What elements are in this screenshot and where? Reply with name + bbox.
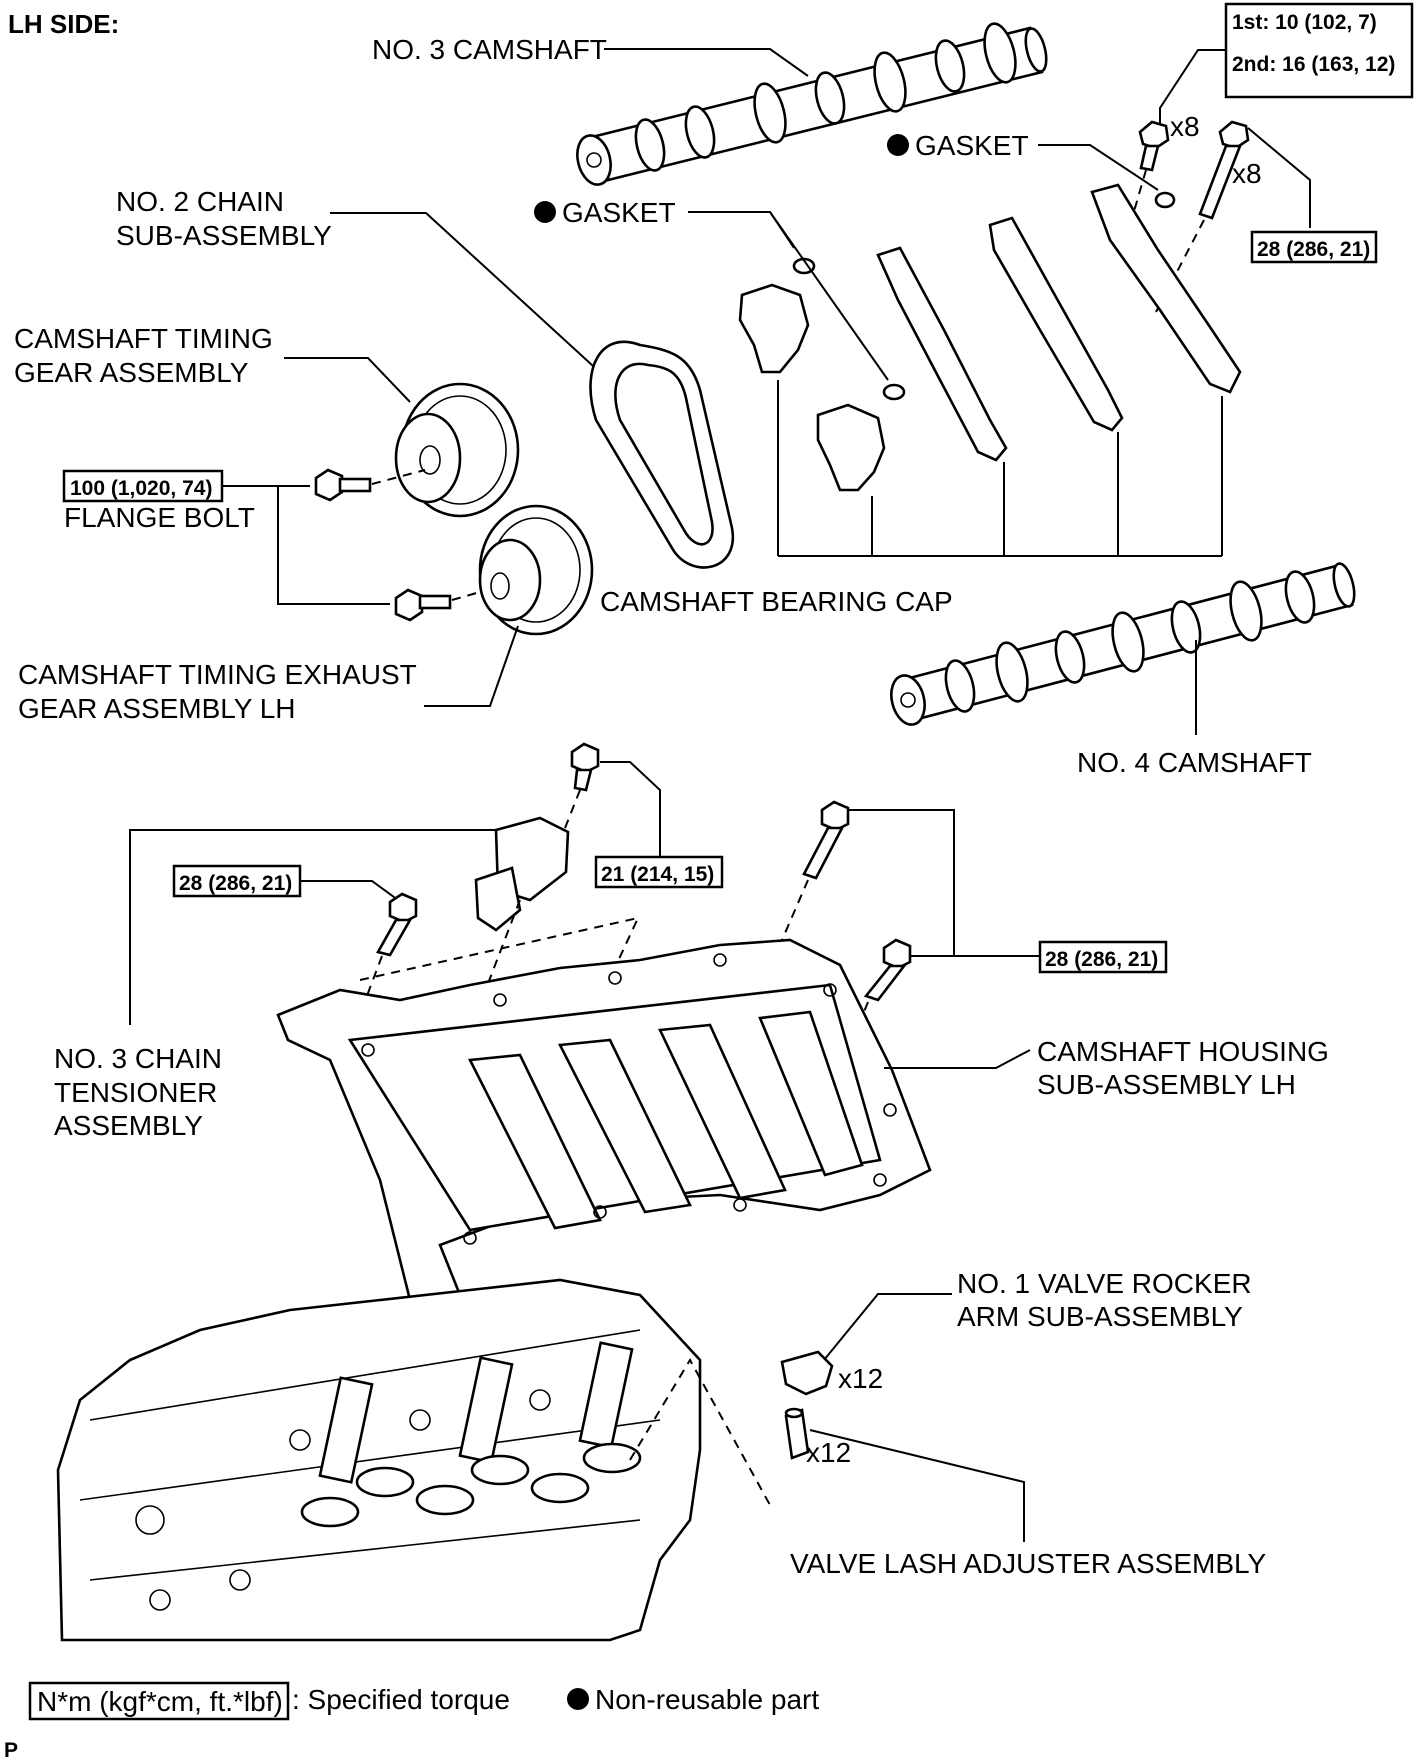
housing-bolt-upper-right-drawing	[802, 800, 850, 880]
bearing-caps-drawing	[738, 183, 1242, 492]
legend-torque-desc: : Specified torque	[292, 1684, 510, 1715]
rocker-label-line2: ARM SUB-ASSEMBLY	[957, 1301, 1243, 1332]
camshaft-housing-drawing	[276, 938, 932, 1410]
cap-bolt-a-drawing	[1138, 120, 1170, 172]
cap-bolt-b-qty: x8	[1232, 158, 1262, 189]
timing-gear-drawing	[394, 382, 520, 518]
gasket-upper-label: GASKET	[915, 130, 1029, 161]
housing-bolt-lower-right-drawing	[863, 938, 912, 1002]
flange-bolt-torque-box	[62, 469, 224, 503]
tensioner-label-line2: TENSIONER	[54, 1077, 217, 1108]
housing-label-line2: SUB-ASSEMBLY LH	[1037, 1069, 1296, 1100]
no2-chain-drawing	[589, 340, 735, 569]
flange-bolt-lower-drawing	[394, 588, 452, 622]
flange-bolt-upper-drawing	[314, 468, 372, 502]
lash-adjuster-label: VALVE LASH ADJUSTER ASSEMBLY	[790, 1548, 1267, 1579]
housing-bolt-left-drawing	[376, 892, 418, 957]
flange-bolt-torque: 100 (1,020, 74)	[70, 477, 212, 500]
timing-gear-label-line1: CAMSHAFT TIMING	[14, 323, 273, 354]
nonreusable-dot-lower	[534, 201, 556, 223]
exhaust-gear-label-line2: GEAR ASSEMBLY LH	[18, 693, 296, 724]
no2-chain-label-line2: SUB-ASSEMBLY	[116, 220, 332, 251]
rocker-qty: x12	[838, 1363, 883, 1394]
no4-camshaft-label: NO. 4 CAMSHAFT	[1077, 747, 1312, 778]
exhaust-gear-label-line1: CAMSHAFT TIMING EXHAUST	[18, 659, 417, 690]
lash-adjuster-qty: x12	[806, 1437, 851, 1468]
cap-bolt-torque-second: 2nd: 16 (163, 12)	[1232, 53, 1395, 76]
lash-adjuster-drawing	[784, 1407, 810, 1460]
legend-torque-box	[28, 1681, 290, 1721]
footer-code: P	[4, 1739, 18, 1762]
flange-bolt-label: FLANGE BOLT	[64, 502, 255, 533]
cap-bolt-torque-first: 1st: 10 (102, 7)	[1232, 11, 1377, 34]
legend-torque-unit: N*m (kgf*cm, ft.*lbf)	[37, 1686, 283, 1717]
housing-bolt-left-torque: 28 (286, 21)	[179, 872, 292, 895]
legend-nonreusable-dot	[567, 1688, 589, 1710]
cap-bolt-b-drawing	[1198, 120, 1250, 220]
tensioner-label-line3: ASSEMBLY	[54, 1110, 203, 1141]
diagram-title: LH SIDE:	[8, 9, 119, 39]
legend-nonreusable-desc: Non-reusable part	[595, 1684, 819, 1715]
nonreusable-dot-upper	[887, 134, 909, 156]
tensioner-bolt-drawing	[570, 742, 600, 792]
gasket-upper-ring	[1154, 191, 1176, 209]
housing-label-line1: CAMSHAFT HOUSING	[1037, 1036, 1329, 1067]
no4-camshaft-drawing	[890, 562, 1356, 726]
tensioner-bolt-torque-box	[594, 855, 724, 889]
no3-camshaft-label: NO. 3 CAMSHAFT	[372, 34, 607, 65]
cap-bolt-b-torque-box	[1250, 230, 1378, 264]
gasket-lower-label: GASKET	[562, 197, 676, 228]
no3-camshaft-drawing	[576, 22, 1048, 186]
exhaust-gear-drawing	[478, 504, 594, 636]
cap-bolt-a-qty: x8	[1170, 111, 1200, 142]
bearing-cap-label: CAMSHAFT BEARING CAP	[600, 586, 953, 617]
no2-chain-label-line1: NO. 2 CHAIN	[116, 186, 284, 217]
rocker-label-line1: NO. 1 VALVE ROCKER	[957, 1268, 1252, 1299]
timing-gear-label-line2: GEAR ASSEMBLY	[14, 357, 249, 388]
housing-bolt-right-torque-box	[1038, 940, 1168, 974]
cap-bolt-b-torque: 28 (286, 21)	[1257, 238, 1370, 261]
tensioner-label-line1: NO. 3 CHAIN	[54, 1043, 222, 1074]
cylinder-head-drawing	[56, 1278, 702, 1642]
tensioner-bolt-torque: 21 (214, 15)	[601, 863, 714, 886]
chain-tensioner-drawing	[474, 816, 570, 932]
gasket-lower-ring-b	[882, 383, 906, 401]
rocker-arm-drawing	[780, 1350, 834, 1396]
housing-bolt-right-torque: 28 (286, 21)	[1045, 948, 1158, 971]
